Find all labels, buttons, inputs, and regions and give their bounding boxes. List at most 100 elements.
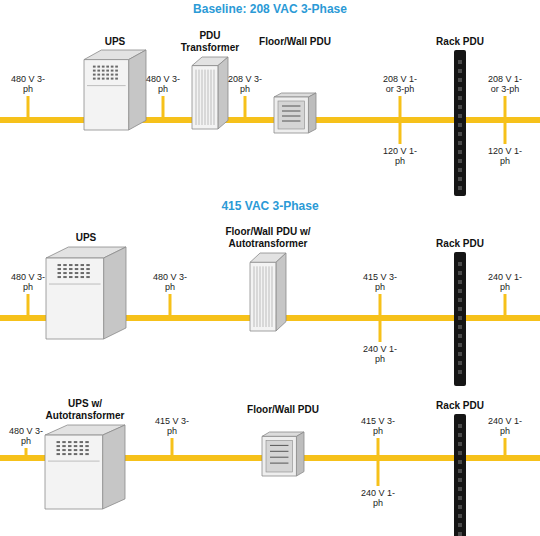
tap-tick (379, 294, 382, 318)
equipment-node: Rack PDU (430, 238, 490, 386)
vent-slot (102, 70, 105, 72)
vent-slot (93, 78, 96, 80)
outlet (458, 451, 462, 455)
vent-slot (62, 441, 65, 443)
outlet (458, 370, 462, 374)
vent-slot (74, 441, 77, 443)
bar-figure (454, 414, 466, 536)
tap-tick (377, 458, 380, 486)
breaker-row (282, 116, 300, 117)
tap-tick (399, 120, 402, 144)
vent-slot (75, 264, 78, 266)
outlet (458, 123, 462, 127)
vent-slot (85, 441, 88, 443)
tap-tick (162, 96, 165, 120)
equipment-heading: Floor/Wall PDU (247, 404, 319, 416)
vent-slot (69, 276, 72, 278)
vent-slot (80, 453, 83, 455)
cabinet-slat (257, 266, 258, 327)
panel-figure (262, 432, 304, 476)
panel-figure (274, 93, 316, 133)
tap-tick (504, 294, 507, 318)
power-feed (316, 117, 454, 123)
equipment-heading: UPS w/ Autotransformer (35, 398, 135, 422)
cabinet-side (104, 247, 126, 339)
outlet (458, 478, 462, 482)
tap-tick (169, 294, 172, 318)
tap-tick (379, 318, 382, 342)
vent-slot (75, 276, 78, 278)
outlet (458, 141, 462, 145)
outlet (458, 307, 462, 311)
power-feed (304, 455, 454, 461)
breaker-row (270, 445, 288, 446)
vent-slot (111, 66, 114, 68)
vent-slot (81, 268, 84, 270)
equipment-node: Rack PDU (430, 400, 490, 536)
voltage-label: 480 V 3-ph (10, 272, 46, 292)
equipment-heading: Rack PDU (436, 238, 484, 250)
section-title: 415 VAC 3-Phase (120, 199, 420, 213)
breaker-row (282, 111, 300, 112)
vent-slot (63, 276, 66, 278)
outlet (458, 469, 462, 473)
outlet (458, 442, 462, 446)
outlet (458, 168, 462, 172)
power-feed (146, 117, 192, 123)
outlet (458, 280, 462, 284)
equipment-heading: Rack PDU (436, 36, 484, 48)
equipment-node: Rack PDU (430, 36, 490, 196)
cabinet-front (46, 258, 104, 339)
outlet (458, 496, 462, 500)
vent-slot (97, 78, 100, 80)
cabinet-slat (254, 266, 255, 327)
voltage-label: 240 V 1-ph (487, 272, 523, 292)
breaker-row (270, 451, 288, 452)
ups-figure (45, 425, 125, 509)
vent-slot (106, 78, 109, 80)
vent-slot (74, 449, 77, 451)
tap-tick (504, 96, 507, 120)
vent-slot (80, 445, 83, 447)
vent-slot (97, 70, 100, 72)
cabinet-slat (196, 70, 197, 125)
cabinet-front (250, 262, 276, 331)
bar-figure (454, 50, 466, 196)
cabinet-slat (211, 70, 212, 125)
cabinet-side (218, 57, 228, 129)
vent-slot (111, 70, 114, 72)
vent-slot (58, 276, 61, 278)
breaker-row (270, 463, 288, 464)
vent-slot (111, 78, 114, 80)
outlet (458, 316, 462, 320)
panel-seam (87, 85, 126, 86)
outlet (458, 352, 462, 356)
equipment-node: UPS (45, 232, 127, 339)
vent-slot (86, 276, 89, 278)
vent-slot (68, 445, 71, 447)
tap-tick (27, 294, 30, 318)
equipment-heading: Rack PDU (436, 400, 484, 412)
outlet (458, 514, 462, 518)
cab-figure (250, 253, 286, 331)
cabinet-side (129, 50, 146, 130)
outlet (458, 87, 462, 91)
voltage-label: 120 V 1-ph (382, 146, 418, 166)
cabinet-slat (208, 70, 209, 125)
vent-slot (81, 272, 84, 274)
outlet (458, 298, 462, 302)
vent-slot (57, 449, 60, 451)
vent-slot (115, 66, 118, 68)
vent-slot (81, 276, 84, 278)
vent-slot (86, 272, 89, 274)
outlet (458, 433, 462, 437)
voltage-label: 480 V 3-ph (152, 272, 188, 292)
vent-slot (58, 268, 61, 270)
equipment-node: UPS (82, 36, 148, 130)
vent-slot (62, 449, 65, 451)
equipment-node: Floor/Wall PDU (228, 404, 338, 476)
outlet (458, 69, 462, 73)
vent-slot (85, 445, 88, 447)
voltage-label: 208 V 1- or 3-ph (483, 74, 527, 94)
